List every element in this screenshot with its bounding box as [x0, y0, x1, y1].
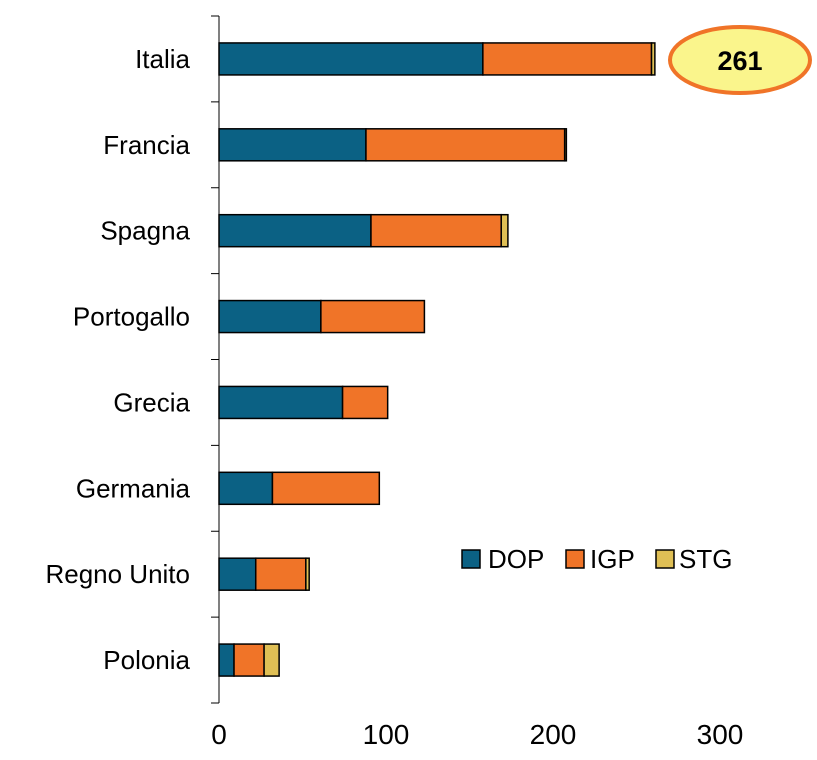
bar-francia-stg [563, 128, 568, 162]
bar-italia-dop [218, 42, 484, 76]
x-tick-label-300: 300 [697, 719, 744, 750]
y-label-spagna: Spagna [100, 216, 190, 246]
legend-label-dop: DOP [488, 544, 544, 574]
y-axis-ticks [211, 15, 219, 704]
x-axis-labels: 0 100 200 300 [211, 719, 743, 750]
y-label-regno-unito: Regno Unito [45, 559, 190, 589]
y-label-grecia: Grecia [113, 387, 190, 417]
bar-spagna-stg [500, 213, 509, 248]
bar-polonia-dop [218, 643, 235, 677]
y-label-francia: Francia [103, 130, 190, 160]
bar-regno-unito-igp [254, 557, 307, 591]
bar-francia-dop [218, 128, 367, 162]
bar-germania-igp [271, 471, 381, 506]
bar-polonia-stg [263, 643, 280, 677]
callout-ellipse [668, 25, 812, 95]
y-label-polonia: Polonia [103, 645, 190, 675]
x-tick-label-100: 100 [363, 719, 410, 750]
bar-spagna-igp [370, 213, 502, 248]
legend-label-igp: IGP [590, 544, 635, 574]
y-label-italia: Italia [135, 44, 190, 74]
bar-grecia-dop [218, 385, 344, 420]
legend-swatch-igp [565, 549, 585, 569]
legend: DOP IGP STG [461, 544, 732, 574]
callout-label: 261 [717, 46, 762, 76]
bar-germania-dop [218, 471, 274, 506]
legend-label-stg: STG [679, 544, 732, 574]
bar-regno-unito-stg [305, 557, 310, 591]
y-axis-labels: ItaliaFranciaSpagnaPortogalloGreciaGerma… [45, 44, 190, 675]
bar-italia-igp [482, 42, 653, 76]
y-label-portogallo: Portogallo [73, 302, 190, 332]
legend-swatch-stg [655, 549, 675, 569]
legend-swatch-dop [461, 549, 481, 569]
bar-francia-igp [365, 128, 566, 162]
bar-portogallo-igp [320, 299, 426, 334]
bar-spagna-dop [218, 213, 372, 248]
bars-layer [218, 42, 656, 677]
bar-polonia-igp [233, 643, 265, 677]
x-tick-label-0: 0 [211, 719, 227, 750]
bar-italia-stg [650, 42, 656, 76]
x-tick-label-200: 200 [530, 719, 577, 750]
bar-regno-unito-dop [218, 557, 257, 591]
value-callout: 261 [668, 25, 812, 95]
bar-portogallo-dop [218, 299, 322, 334]
y-label-germania: Germania [76, 473, 191, 503]
bar-grecia-igp [341, 385, 389, 420]
